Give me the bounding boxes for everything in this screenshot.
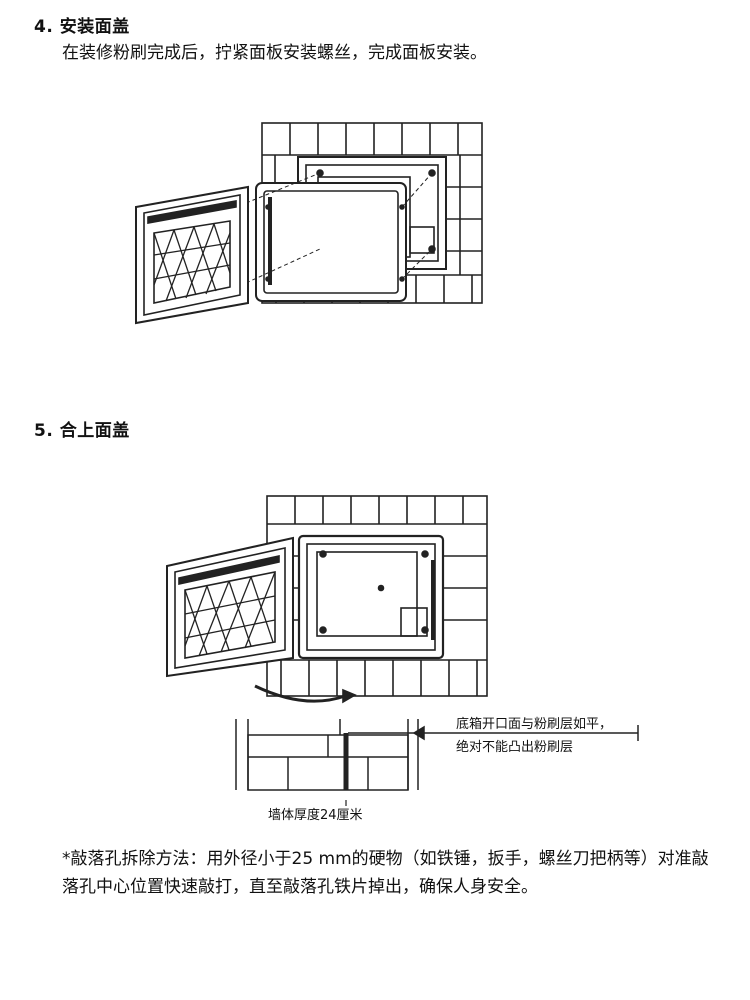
step4-installation-illustration bbox=[135, 122, 483, 325]
step4-description: 在装修粉刷完成后，拧紧面板安装螺丝，完成面板安装。 bbox=[62, 43, 487, 63]
step5-title: 5. 合上面盖 bbox=[34, 421, 130, 441]
wall-thickness-label: 墙体厚度24厘米 bbox=[268, 807, 363, 823]
step4-title: 4. 安装面盖 bbox=[34, 17, 130, 37]
callout-text-line2: 绝对不能凸出粉刷层 bbox=[456, 739, 573, 755]
step5-close-cover-illustration bbox=[166, 495, 488, 704]
wall-cross-section-detail: 底箱开口面与粉刷层如平， 绝对不能凸出粉刷层 bbox=[235, 716, 639, 791]
callout-text-line1: 底箱开口面与粉刷层如平， bbox=[456, 716, 612, 732]
knockout-removal-note: *敲落孔拆除方法：用外径小于25 mm的硬物（如铁锤，扳手，螺丝刀把柄等）对准敲… bbox=[62, 849, 709, 897]
wall-thickness-label-area: 墙体厚度24厘米 bbox=[268, 800, 363, 823]
